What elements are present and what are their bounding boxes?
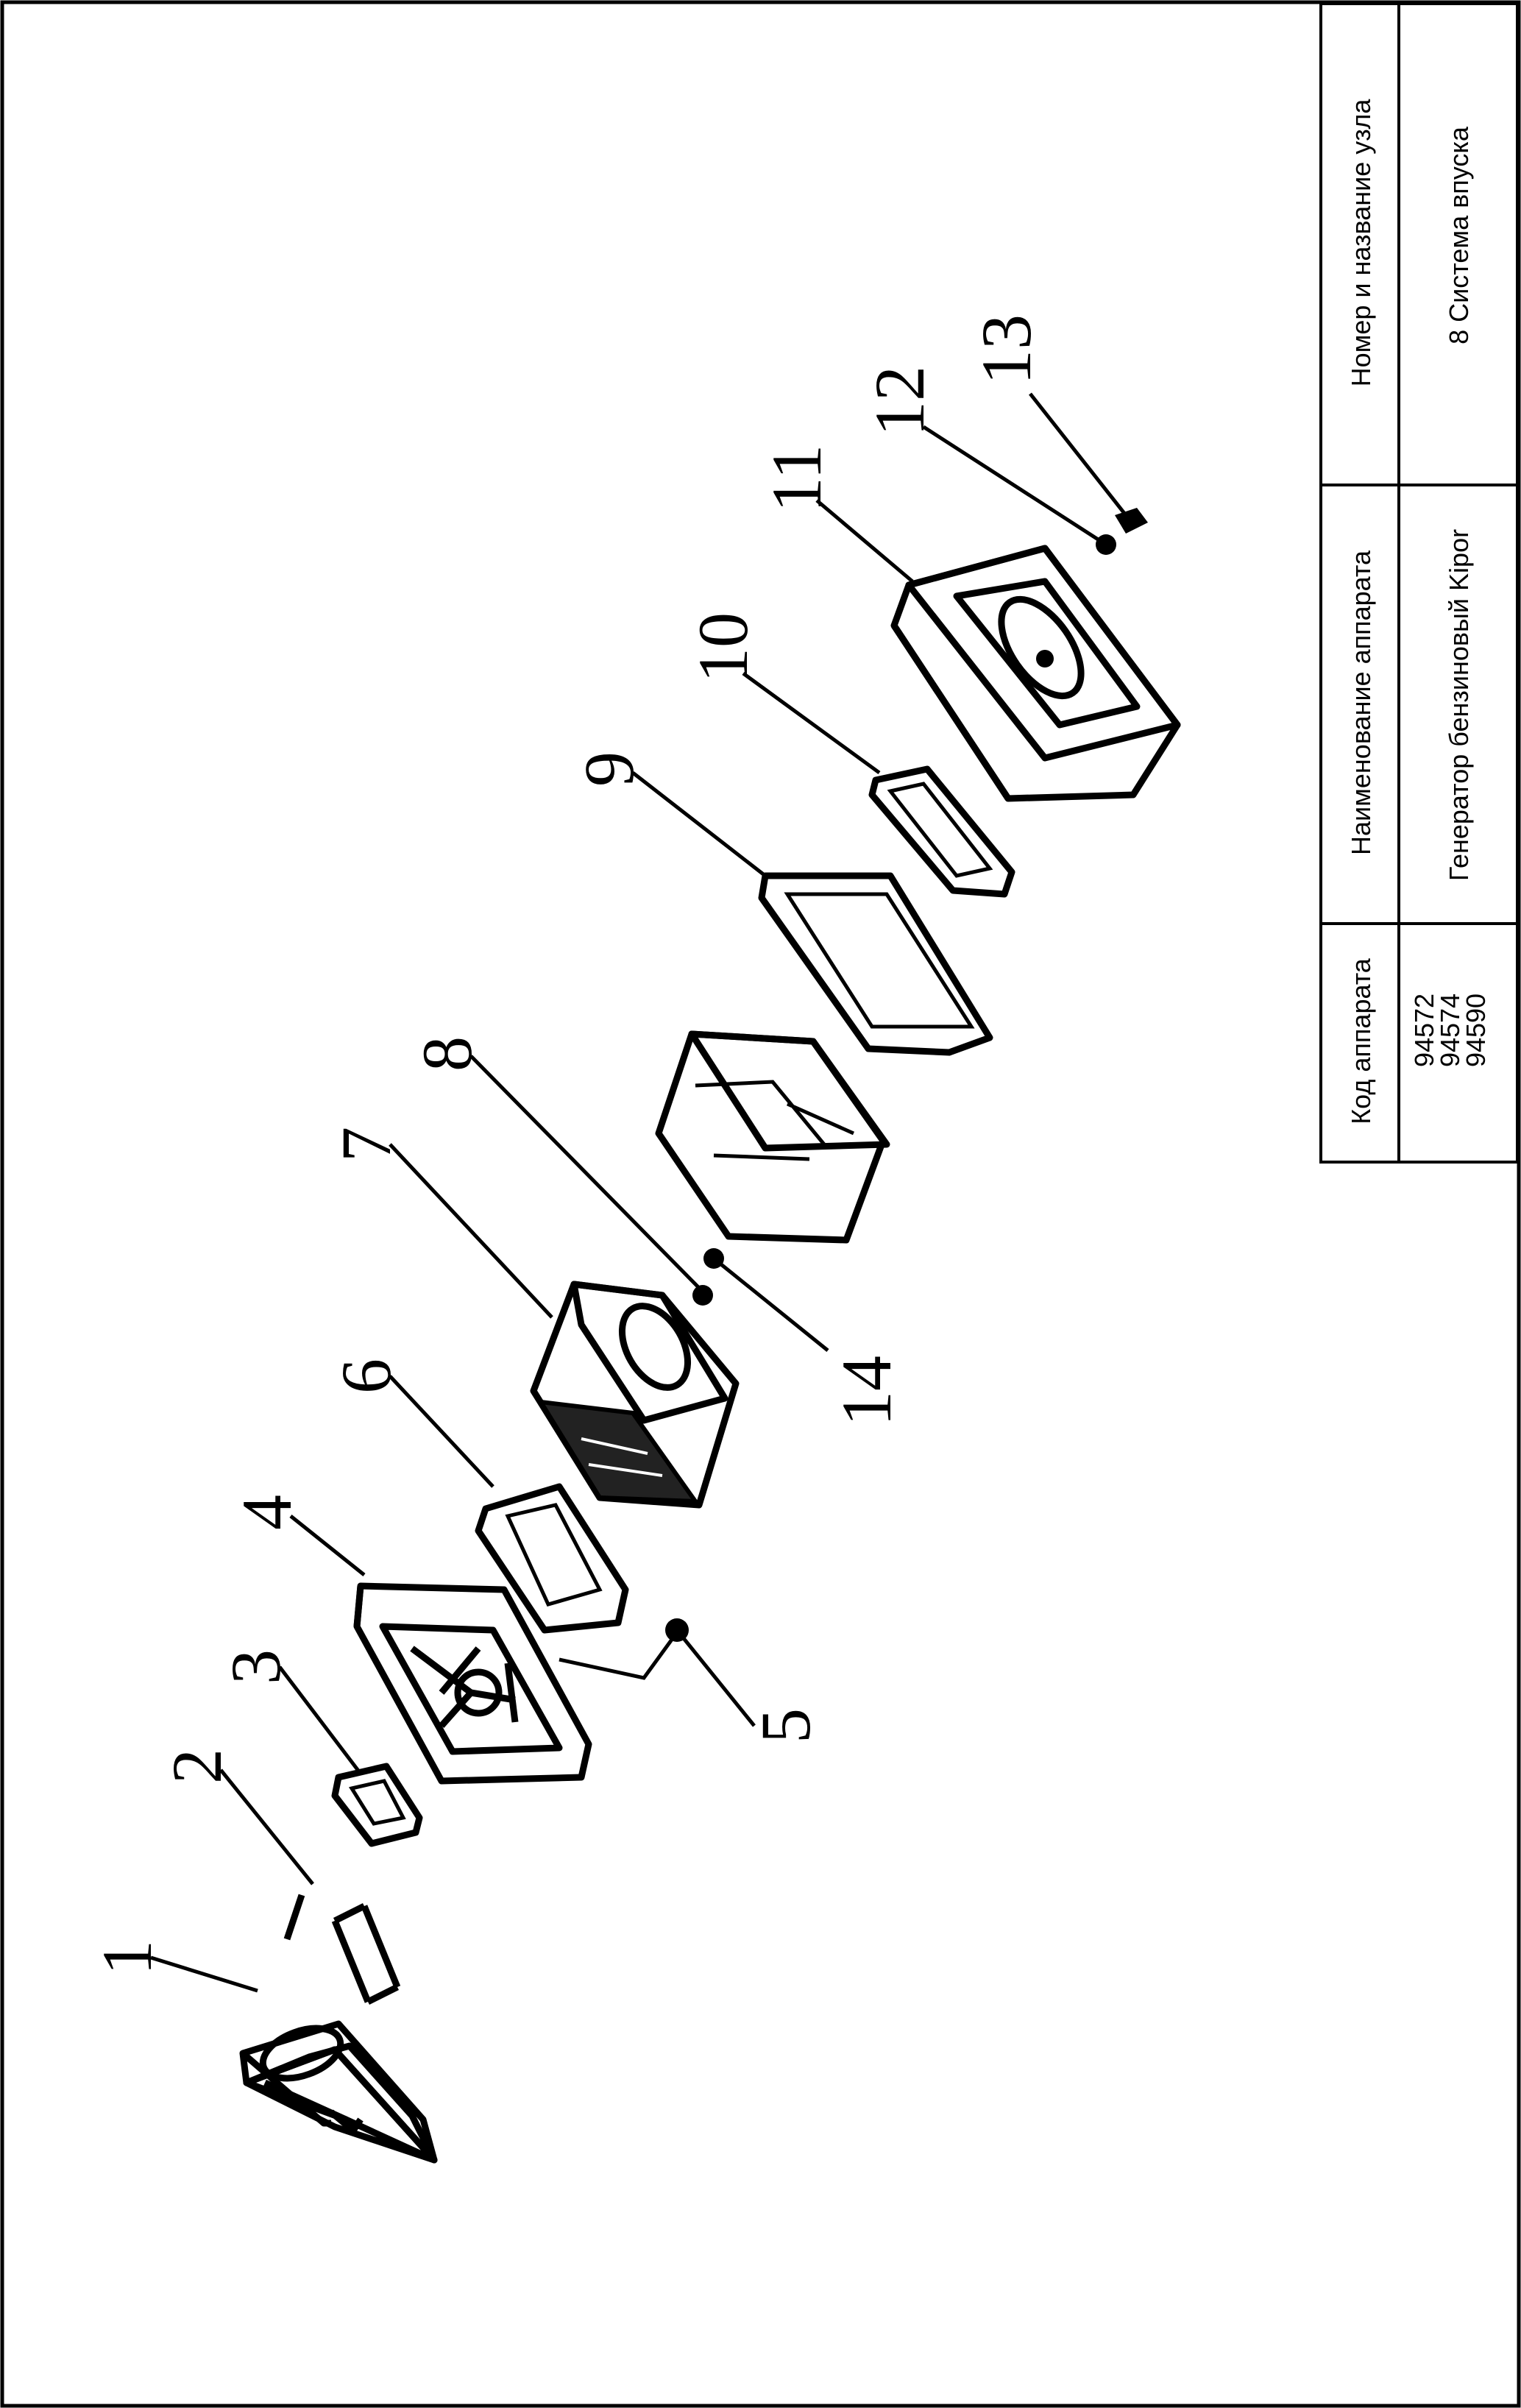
callout-6: 6 (327, 1359, 405, 1394)
value-code-2: 94574 (1435, 994, 1465, 1067)
part-1-adapter (239, 2020, 438, 2164)
value-unit-name: 8 Система впуска (1444, 126, 1474, 344)
part-9-gasket (758, 872, 993, 1056)
value-code-3: 94590 (1461, 994, 1491, 1067)
callout-5: 5 (746, 1708, 825, 1743)
callout-1: 1 (88, 1940, 166, 1975)
callouts: 1 2 3 4 5 6 7 8 9 10 11 12 13 14 (88, 314, 1046, 1975)
callout-9: 9 (570, 751, 648, 787)
part-13-wing-nut (1115, 508, 1148, 534)
header-device-name: Наименование аппарата (1346, 550, 1376, 855)
foam-element (655, 1030, 890, 1244)
leader-lines (150, 392, 1127, 1993)
intake-pipe (331, 1902, 401, 2005)
value-device-name: Генератор бензиновый Kipor (1444, 529, 1474, 881)
part-11-cover (890, 545, 1181, 802)
callout-13: 13 (967, 314, 1046, 385)
part-10-seal (868, 765, 1015, 898)
value-code-1: 94572 (1409, 994, 1439, 1067)
header-code: Код аппарата (1346, 957, 1376, 1125)
part-6-seal (475, 1483, 629, 1634)
callout-2: 2 (157, 1749, 236, 1784)
callout-14: 14 (827, 1356, 906, 1426)
part-3-gasket (331, 1763, 423, 1847)
callout-3: 3 (216, 1649, 295, 1685)
part-4-cleaner-base (353, 1582, 592, 1785)
callout-7: 7 (327, 1127, 405, 1162)
part-8-nut (692, 1285, 713, 1306)
header-unit-name: Номер и название узла (1346, 99, 1376, 387)
part-12-washer (1096, 534, 1116, 555)
title-block: Номер и название узла Наименование аппар… (1319, 2, 1519, 1164)
part-2-stud (283, 1894, 305, 1941)
callout-12: 12 (860, 366, 939, 436)
callout-4: 4 (227, 1495, 306, 1530)
callout-10: 10 (684, 612, 762, 683)
callout-8: 8 (408, 1036, 486, 1072)
part-7-filter-element (530, 1281, 740, 1509)
callout-11: 11 (757, 445, 836, 512)
